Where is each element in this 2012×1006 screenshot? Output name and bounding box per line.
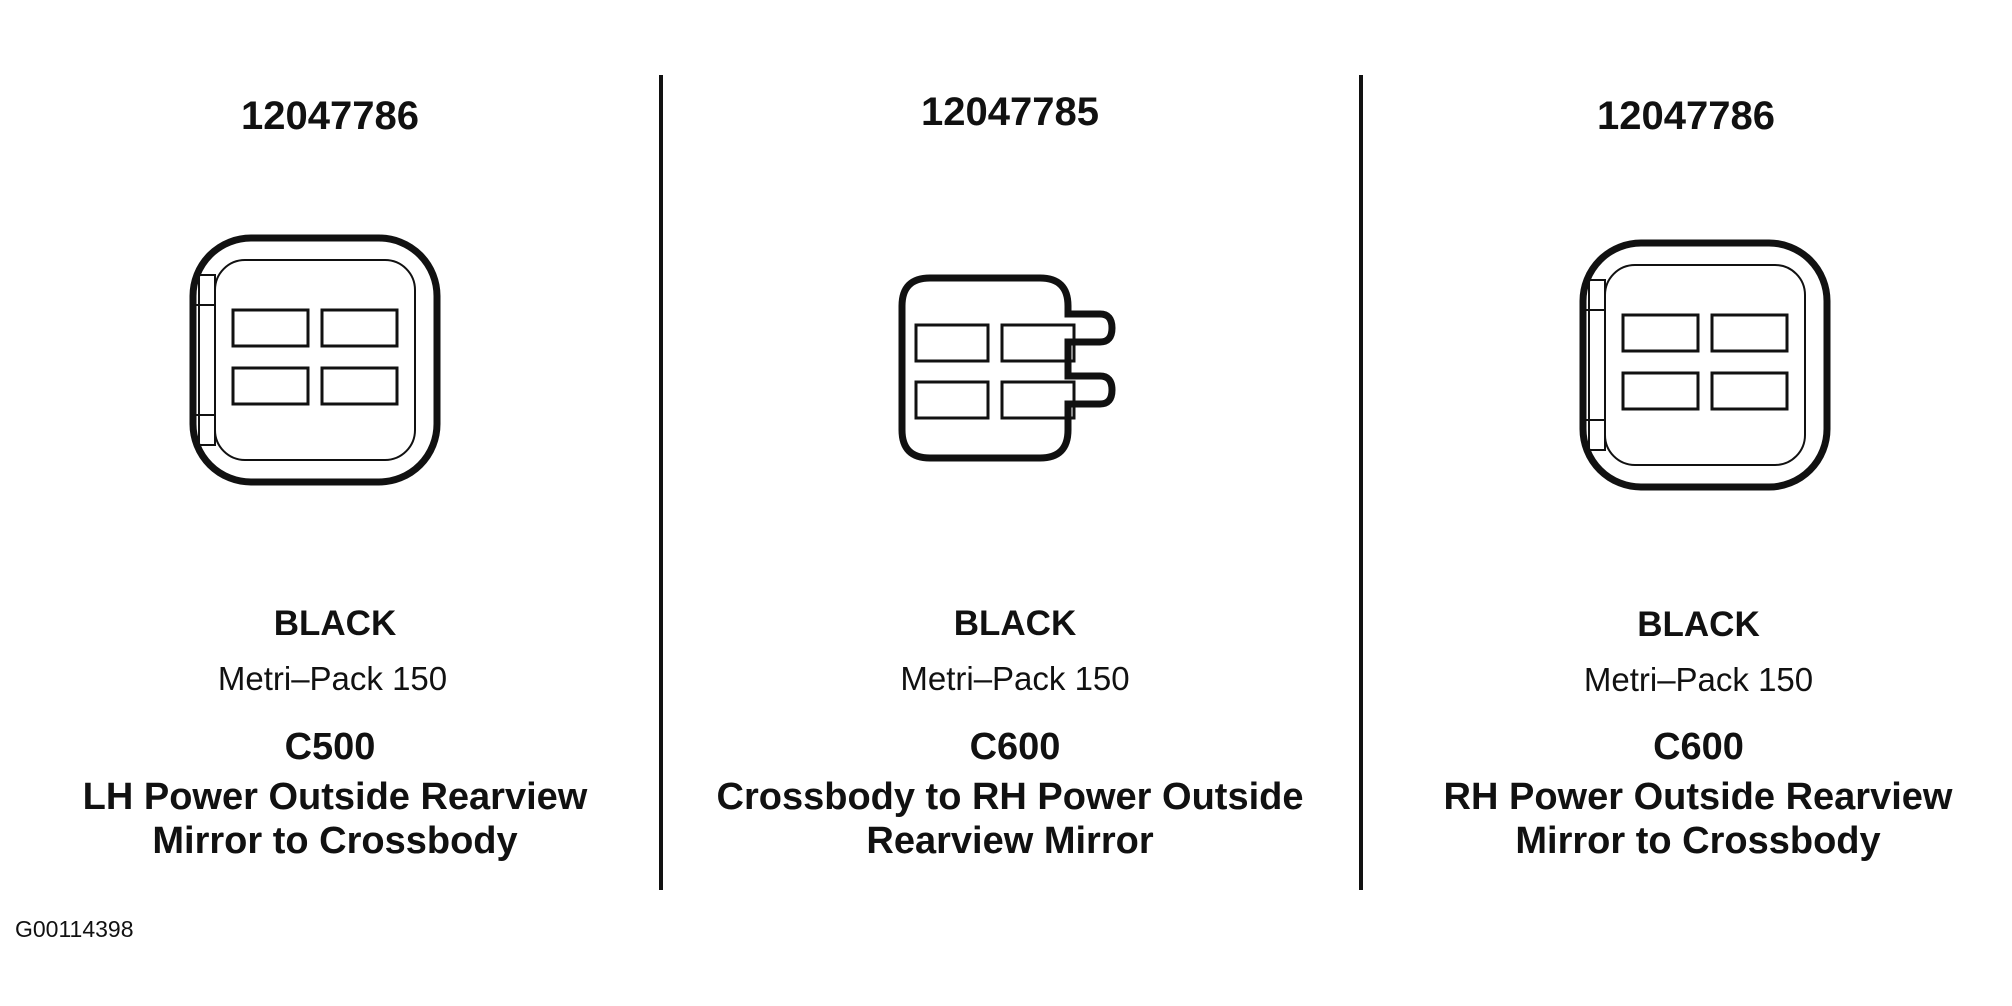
panel-divider — [1359, 75, 1363, 890]
part-number: 12047785 — [921, 90, 1099, 134]
connector-face-square-icon — [1579, 239, 1831, 491]
connector-series: Metri–Pack 150 — [1583, 661, 1814, 698]
connector-series: Metri–Pack 150 — [217, 660, 448, 697]
part-number: 12047786 — [241, 94, 419, 138]
part-number: 12047786 — [1597, 94, 1775, 138]
connector-color: BLACK — [1637, 605, 1760, 644]
connector-face-square-icon — [189, 234, 441, 486]
connector-description: RH Power Outside Rearview Mirror to Cros… — [1443, 776, 1953, 862]
connector-description: LH Power Outside Rearview Mirror to Cros… — [82, 776, 588, 862]
connector-id: C600 — [969, 726, 1061, 768]
connector-color: BLACK — [273, 604, 397, 643]
connector-id: C600 — [1653, 726, 1744, 768]
connector-panel-lh: 12047786 BLACK Metri–Pack 150 C500 LH Po… — [0, 0, 660, 1006]
connector-panel-crossbody: 12047785 BLACK Metri–Pack 150 C600 Cross… — [660, 0, 1360, 1006]
panel-divider — [659, 75, 663, 890]
connector-panel-rh: 12047786 BLACK Metri–Pack 150 C600 RH Po… — [1360, 0, 2012, 1006]
connector-id: C500 — [284, 726, 376, 768]
figure-id: G00114398 — [15, 916, 134, 942]
connector-face-tabbed-icon — [898, 274, 1116, 462]
connector-description: Crossbody to RH Power Outside Rearview M… — [716, 776, 1304, 862]
connector-color: BLACK — [953, 604, 1077, 643]
connector-series: Metri–Pack 150 — [900, 660, 1130, 697]
